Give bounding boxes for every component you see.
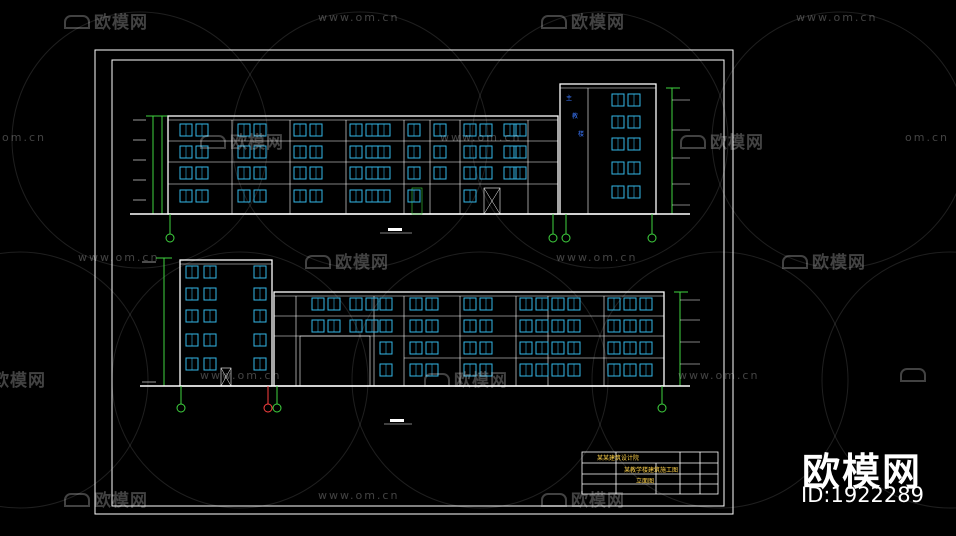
upper-windows (179, 93, 641, 203)
sofa-icon (200, 135, 226, 149)
sofa-icon (680, 135, 706, 149)
watermark-url-6: www.om.cn (78, 251, 160, 264)
sofa-icon (900, 368, 926, 382)
lower-windows (185, 265, 653, 377)
title-block-project: 某教学楼建筑施工图 (624, 467, 679, 474)
watermark-logo-text: 欧模网 (571, 13, 625, 33)
watermark-url-7: www.om.cn (556, 251, 638, 264)
watermark-url-3: om.cn (2, 131, 46, 144)
watermark-logo-1: 欧模网 (64, 8, 148, 33)
tower-sign-3: 楼 (578, 130, 584, 138)
watermark-logo-text: 欧模网 (230, 133, 284, 153)
sheet-outer-frame (94, 49, 734, 515)
watermark-logo-2: 欧模网 (541, 8, 625, 33)
watermark-logo-8: 欧模网 (424, 366, 508, 391)
title-block (581, 451, 719, 495)
watermark-logo-text: 欧模网 (335, 253, 389, 273)
sofa-icon (541, 15, 567, 29)
watermark-logo-5: 欧模网 (305, 248, 389, 273)
sofa-icon (305, 255, 331, 269)
lower-elevation (140, 257, 700, 425)
watermark-logo-text: 欧模网 (710, 133, 764, 153)
sofa-icon (424, 373, 450, 387)
watermark-url-1: www.om.cn (318, 11, 400, 24)
sofa-icon (64, 15, 90, 29)
sheet-inner-frame (111, 59, 725, 507)
title-block-school: 某某建筑设计院 (597, 455, 640, 462)
watermark-logo-7: 欧模网 (0, 366, 46, 391)
watermark-logo-text: 欧模网 (0, 371, 46, 391)
watermark-url-5: om.cn (905, 131, 949, 144)
watermark-logo-text: 欧模网 (812, 253, 866, 273)
sofa-icon (782, 255, 808, 269)
watermark-logo-10: 欧模网 (64, 486, 148, 511)
tower-sign-1: 主 (566, 94, 572, 102)
watermark-url-2: www.om.cn (796, 11, 878, 24)
watermark-logo-text: 欧模网 (571, 491, 625, 511)
watermark-logo-11: 欧模网 (541, 486, 625, 511)
watermark-logo-text: 欧模网 (94, 13, 148, 33)
watermark-logo-text: 欧模网 (454, 371, 508, 391)
sofa-icon (541, 493, 567, 507)
watermark-logo-9 (900, 366, 930, 386)
brand-id-label: ID:1922289 (801, 483, 924, 507)
watermark-url-10: www.om.cn (318, 489, 400, 502)
watermark-url-4: www.om.cn (440, 131, 522, 144)
watermark-logo-text: 欧模网 (94, 491, 148, 511)
watermark-logo-3: 欧模网 (200, 128, 284, 153)
watermark-url-8: www.om.cn (200, 369, 282, 382)
upper-elevation: 主 教 楼 (130, 83, 690, 243)
title-block-sheet: 立面图 (636, 478, 655, 485)
watermark-logo-4: 欧模网 (680, 128, 764, 153)
watermark-logo-6: 欧模网 (782, 248, 866, 273)
lower-axis-markers (176, 386, 667, 413)
upper-axis-markers (165, 214, 657, 243)
watermark-url-9: www.om.cn (678, 369, 760, 382)
tower-sign-2: 教 (572, 112, 578, 120)
sofa-icon (64, 493, 90, 507)
brand-logo-text: 欧模网 (801, 450, 922, 494)
